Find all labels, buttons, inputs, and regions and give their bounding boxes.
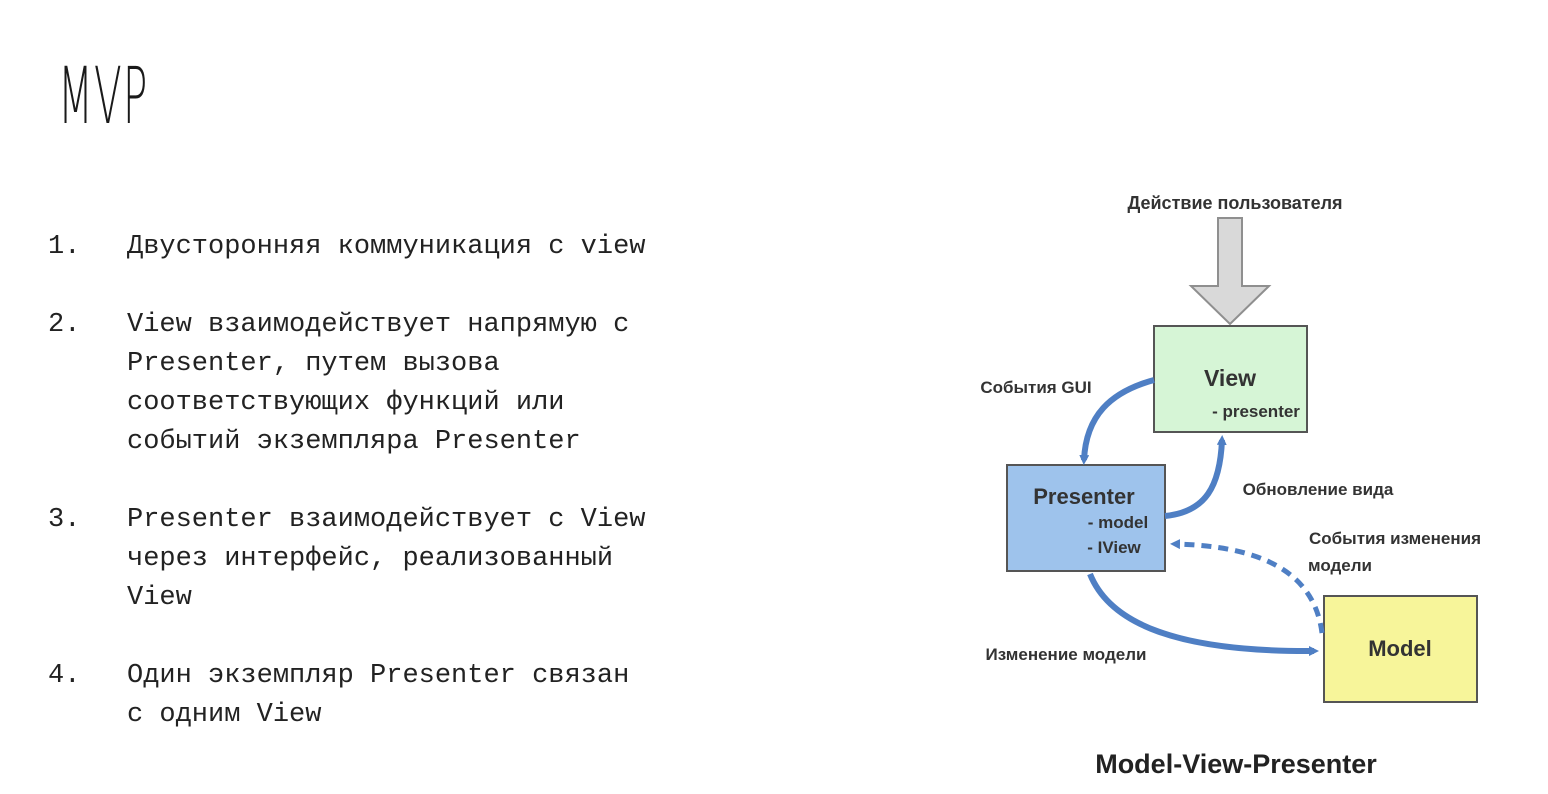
list-item-number: 2.	[48, 310, 81, 340]
view-box	[1153, 325, 1308, 433]
view-box-sub: - presenter	[1212, 402, 1300, 421]
list-item: 3. Presenter взаимодействует с View чере…	[48, 501, 808, 618]
list-item: 4. Один экземпляр Presenter связан с одн…	[48, 657, 808, 735]
model-events-label-1: События изменения	[1309, 529, 1481, 548]
model-events-label-2: модели	[1308, 556, 1372, 575]
list-item-number: 4.	[48, 661, 81, 691]
user-action-arrow	[1188, 217, 1272, 326]
list-item: 2. View взаимодействует напрямую с Prese…	[48, 306, 808, 462]
view-box-title: View	[1204, 365, 1256, 391]
list-item: 1. Двусторонняя коммуникация с view	[48, 228, 808, 267]
diagram-caption: Model-View-Presenter	[1095, 749, 1377, 779]
list-item-number: 1.	[48, 232, 81, 262]
list-item-text: Двусторонняя коммуникация с view	[127, 232, 646, 262]
list-item-text: View взаимодействует напрямую с Presente…	[127, 310, 630, 457]
mvp-diagram: Действие пользователя View - presenter P…	[958, 178, 1518, 788]
list-item-text: Один экземпляр Presenter связан с одним …	[127, 661, 630, 730]
mvp-diagram-svg: Действие пользователя View - presenter P…	[980, 193, 1481, 779]
list-item-number: 3.	[48, 505, 81, 535]
gui-events-arrow	[1079, 377, 1155, 465]
slide-title: MVP	[58, 52, 149, 142]
presenter-box-sub1: - model	[1088, 513, 1148, 532]
model-box	[1323, 595, 1478, 703]
view-update-arrow	[1164, 435, 1227, 519]
model-events-arrow	[1170, 539, 1325, 634]
user-action-label: Действие пользователя	[1127, 193, 1342, 213]
bullet-list: 1. Двусторонняя коммуникация с view 2. V…	[48, 228, 808, 774]
presenter-box	[1006, 464, 1166, 572]
model-change-arrow	[1087, 572, 1319, 657]
gui-events-label: События GUI	[980, 378, 1091, 397]
model-change-label: Изменение модели	[986, 645, 1147, 664]
presenter-box-title: Presenter	[1033, 484, 1135, 509]
model-box-title: Model	[1368, 636, 1432, 661]
view-update-label: Обновление вида	[1243, 480, 1394, 499]
presenter-box-sub2: - IView	[1087, 538, 1141, 557]
list-item-text: Presenter взаимодействует с View через и…	[127, 505, 646, 613]
